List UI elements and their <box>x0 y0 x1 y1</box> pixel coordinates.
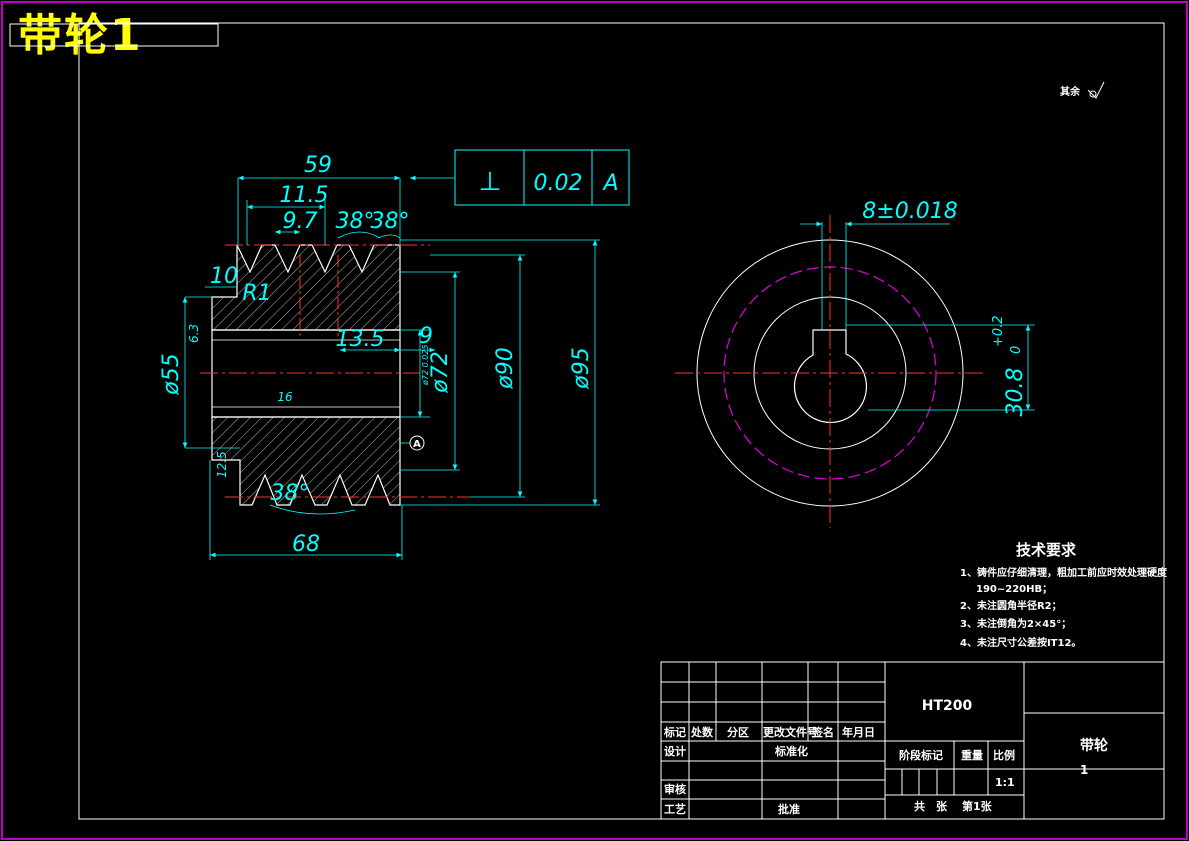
side-dimension-lines <box>800 221 1035 411</box>
datum-a-marker: A <box>409 435 425 451</box>
section-view <box>200 244 470 506</box>
roughness-bottom: 12.5 <box>215 451 229 478</box>
dim-hub-dia: ø72 <box>428 351 453 393</box>
datum-a-text: A <box>413 439 421 450</box>
dim-key-height-upper: +0.2 <box>991 315 1006 347</box>
tb-approve: 批准 <box>778 802 800 816</box>
tech-req-item: 2、未注圆角半径R2； <box>960 599 1062 612</box>
tb-header-date: 年月日 <box>842 725 875 739</box>
roughness-note: 其余 <box>1060 81 1105 99</box>
tb-header-mark: 标记 <box>663 725 686 739</box>
roughness-note-text: 其余 <box>1060 85 1081 98</box>
side-view <box>675 215 985 528</box>
tb-header-count: 处数 <box>690 725 714 739</box>
part-name: 带轮 <box>1080 737 1108 754</box>
dim-groove-angle-1: 38° <box>336 209 375 234</box>
dim-key-height: 30.8 <box>1003 368 1028 417</box>
dim-fillet: R1 <box>242 281 271 306</box>
title-label-box <box>9 23 219 47</box>
gdt-datum: A <box>601 171 618 196</box>
tb-standardize: 标准化 <box>774 744 808 758</box>
tb-process: 工艺 <box>664 802 686 816</box>
tb-ratio: 比例 <box>993 748 1015 762</box>
drawing-frame <box>78 22 1165 820</box>
dim-groove-offset: 9.7 <box>283 209 318 234</box>
dim-key-height-lower: 0 <box>1009 346 1024 354</box>
dim-bore: ø55 <box>159 353 184 395</box>
dim-shoulder: 10 <box>210 264 238 289</box>
tb-sheet-no: 第1张 <box>962 799 993 813</box>
dim-key-width: 8±0.018 <box>862 199 957 224</box>
tb-header-zone: 分区 <box>727 725 749 739</box>
tb-header-doc: 更改文件号 <box>763 725 818 739</box>
tb-header-sign: 签名 <box>811 725 834 739</box>
roughness-bore: 16 <box>277 390 293 404</box>
tb-review: 审核 <box>664 782 686 796</box>
tech-requirements: 技术要求 1、铸件应仔细清理，粗加工前应时效处理硬度 190~220HB； 2、… <box>960 541 1168 649</box>
tb-stage: 阶段标记 <box>899 748 943 762</box>
gdt-tolerance: 0.02 <box>534 171 583 196</box>
dim-keyway-depth: 13.5 <box>336 327 385 352</box>
section-upper-body <box>211 244 401 331</box>
gdt-frame: ⊥ 0.02 A <box>454 149 630 206</box>
tolerance-small: ø72 0.025 <box>421 344 430 386</box>
dim-bottom-angle: 38° <box>271 481 310 506</box>
title-block <box>660 661 1165 820</box>
dimension-lines <box>182 175 600 560</box>
dim-pitch-dia: ø90 <box>493 347 518 389</box>
dim-outer-dia: ø95 <box>569 347 594 389</box>
dim-groove-pitch: 11.5 <box>280 183 329 208</box>
material-text: HT200 <box>922 698 973 714</box>
dim-nine: 9 <box>419 324 433 349</box>
tech-req-item: 3、未注倒角为2×45°； <box>960 617 1071 630</box>
title-block-text: HT200 带轮 1 标记 处数 分区 更改文件号 签名 年月日 设计 标准化 … <box>663 698 1108 816</box>
dim-overall-width: 59 <box>304 153 332 178</box>
part-number: 1 <box>1080 763 1088 777</box>
tb-weight: 重量 <box>961 748 983 762</box>
dim-hub-length: 68 <box>292 532 320 557</box>
dim-groove-angle-2: 38° <box>371 209 410 234</box>
tech-req-item: 1、铸件应仔细清理，粗加工前应时效处理硬度 <box>960 566 1168 579</box>
tech-req-title: 技术要求 <box>1016 541 1077 559</box>
tb-total-sheets: 共 张 <box>914 799 948 813</box>
tb-design: 设计 <box>664 744 686 758</box>
gdt-symbol: ⊥ <box>479 167 502 197</box>
tech-req-item: 190~220HB； <box>976 584 1052 595</box>
tech-req-item: 4、未注尺寸公差按IT12。 <box>960 636 1081 649</box>
tb-scale: 1:1 <box>995 776 1015 789</box>
section-lower-body <box>211 416 401 506</box>
roughness-left: 6.3 <box>187 324 201 343</box>
